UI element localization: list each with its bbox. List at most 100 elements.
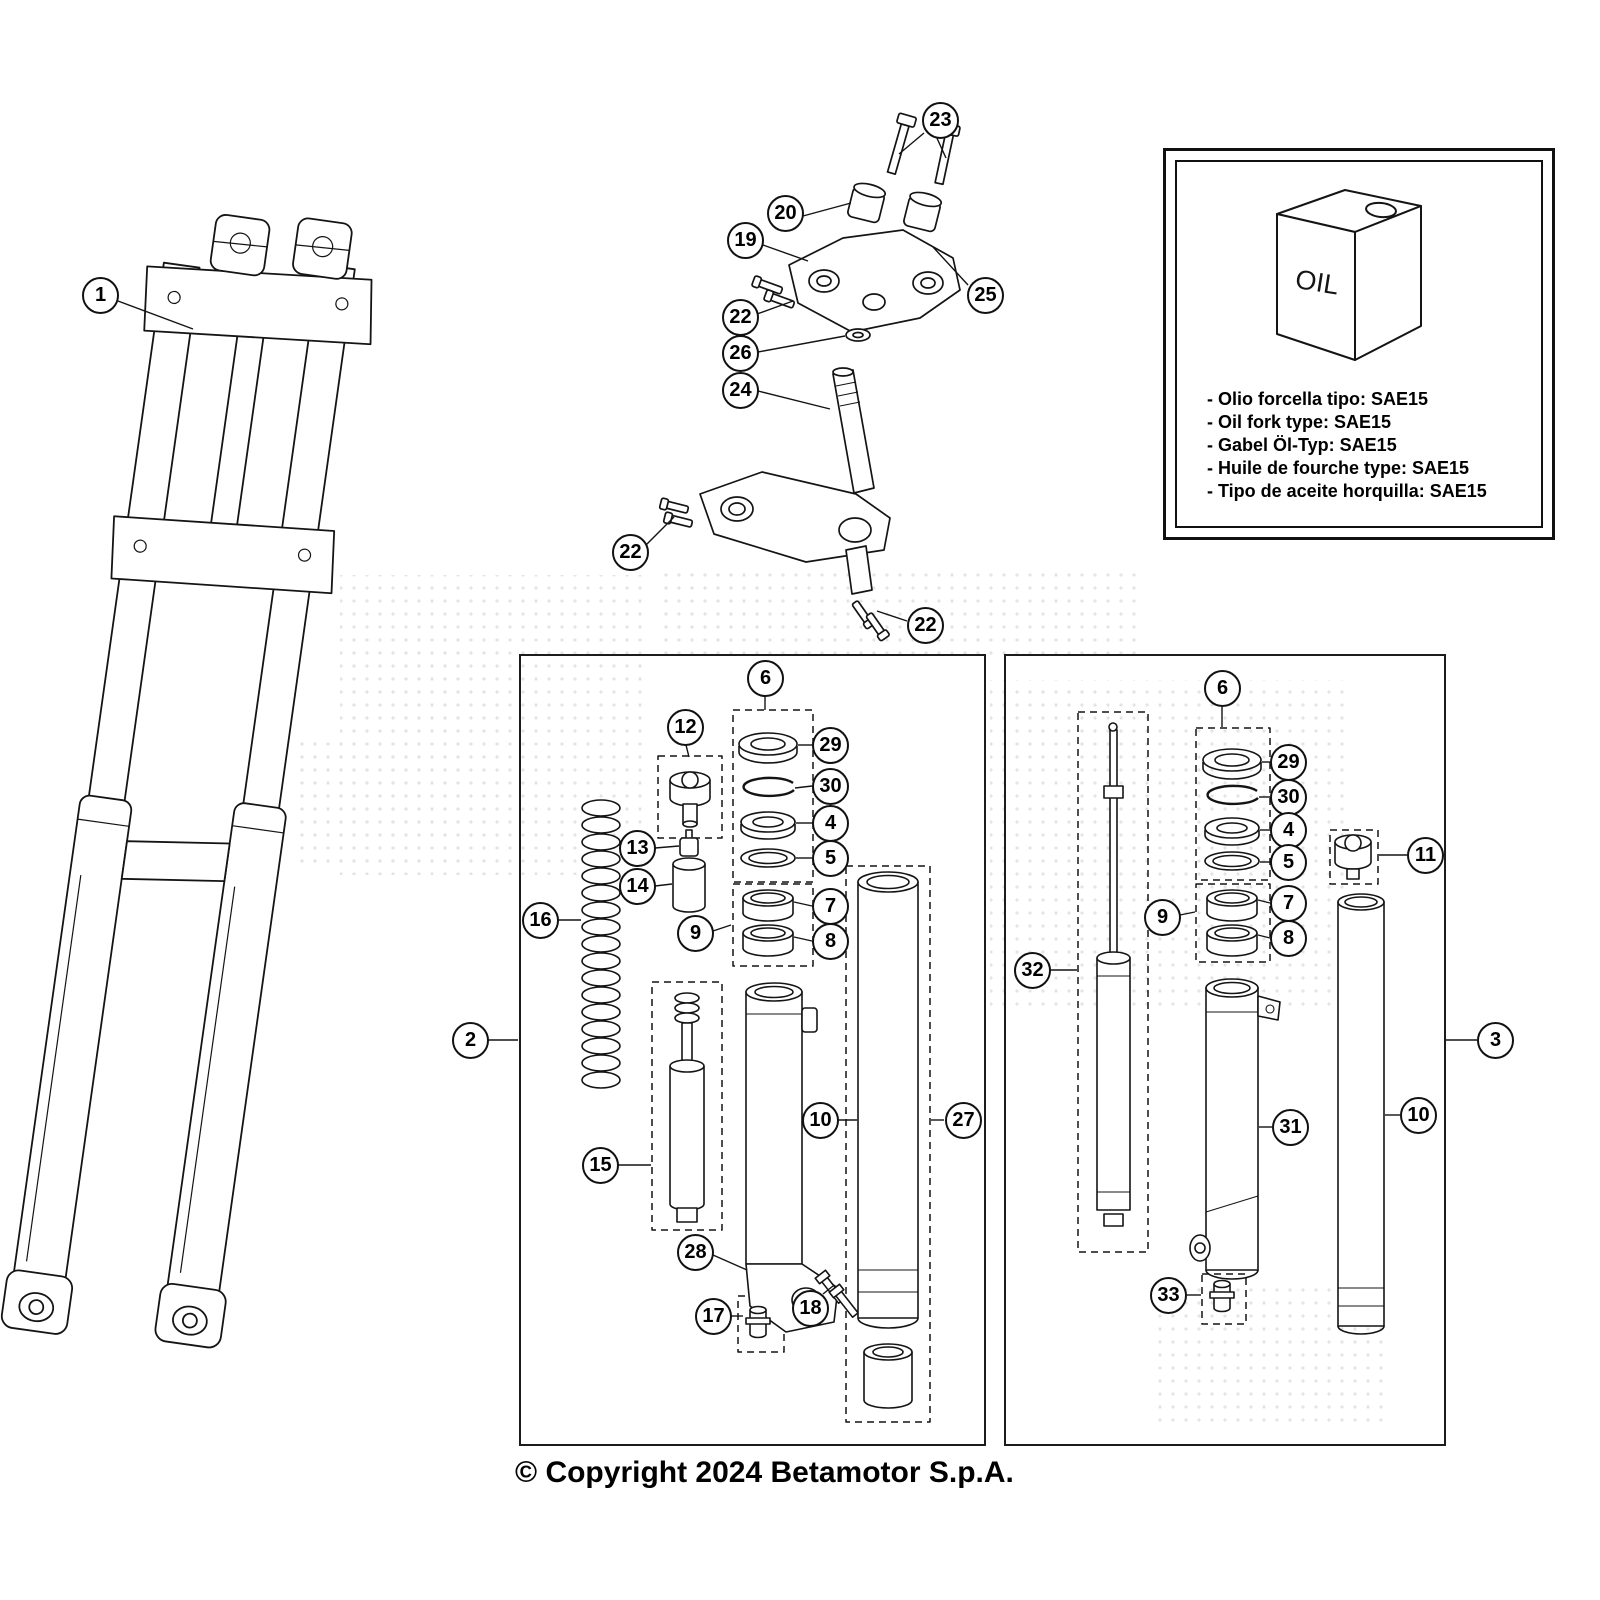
callout-32[interactable]: 32 xyxy=(1014,952,1051,989)
oil-spec-line-fr: - Huile de fourche type: SAE15 xyxy=(1207,458,1470,478)
exploded-group-boxes xyxy=(519,654,1446,1446)
callout-5-left[interactable]: 5 xyxy=(812,840,849,877)
main-spring-16 xyxy=(581,799,621,1089)
callout-29-right[interactable]: 29 xyxy=(1270,744,1307,781)
washer-5 xyxy=(740,848,796,868)
callout-8-left[interactable]: 8 xyxy=(812,923,849,960)
cartridge-15 xyxy=(669,992,705,1223)
steering-stem-24 xyxy=(832,367,875,494)
oil-seal-4 xyxy=(740,811,796,840)
oil-spec-line-es: - Tipo de aceite horquilla: SAE15 xyxy=(1207,481,1487,501)
callout-25[interactable]: 25 xyxy=(967,277,1004,314)
bar-clamp-20b xyxy=(903,191,943,233)
dust-seal-29 xyxy=(738,732,798,764)
callout-12[interactable]: 12 xyxy=(667,709,704,746)
callout-9-left[interactable]: 9 xyxy=(677,915,714,952)
oil-spec-lines: - Olio forcella tipo: SAE15 - Oil fork t… xyxy=(1177,382,1541,503)
callout-17[interactable]: 17 xyxy=(695,1298,732,1335)
callout-22-b[interactable]: 22 xyxy=(612,534,649,571)
callout-10-right[interactable]: 10 xyxy=(1400,1097,1437,1134)
callout-6-left[interactable]: 6 xyxy=(747,660,784,697)
callout-33[interactable]: 33 xyxy=(1150,1277,1187,1314)
pinch-screws-22-upper xyxy=(751,275,784,295)
callout-14[interactable]: 14 xyxy=(619,868,656,905)
oil-spec-inner-frame: OIL - Olio forcella tipo: SAE15 - Oil fo… xyxy=(1175,160,1543,528)
washer-5-r xyxy=(1204,851,1260,871)
oil-spec-box: OIL - Olio forcella tipo: SAE15 - Oil fo… xyxy=(1163,148,1555,540)
oil-spec-line-de: - Gabel Öl-Typ: SAE15 xyxy=(1207,435,1397,455)
left-leg-box xyxy=(519,654,986,1446)
callout-20[interactable]: 20 xyxy=(767,195,804,232)
upper-triple-clamp xyxy=(788,229,961,333)
dashed-subgroups-right xyxy=(1077,711,1379,1325)
pinch-screws-22-bottom-b xyxy=(865,612,890,642)
callout-30-left[interactable]: 30 xyxy=(812,768,849,805)
handlebar-bolt-23a xyxy=(886,112,917,176)
bushing-8-r xyxy=(1206,924,1258,957)
callout-23[interactable]: 23 xyxy=(922,102,959,139)
callout-2[interactable]: 2 xyxy=(452,1022,489,1059)
callout-5-right[interactable]: 5 xyxy=(1270,844,1307,881)
oil-label: OIL xyxy=(1293,264,1341,300)
callout-19[interactable]: 19 xyxy=(727,222,764,259)
valve-33 xyxy=(1209,1279,1235,1313)
callout-6-right[interactable]: 6 xyxy=(1204,670,1241,707)
callout-18[interactable]: 18 xyxy=(792,1290,829,1327)
assembled-fork xyxy=(0,214,373,1349)
pinch-screws-22-left-b xyxy=(662,511,694,528)
outer-tube-27 xyxy=(857,871,919,1409)
callout-leader-lines xyxy=(117,132,1477,1317)
right-leg-box xyxy=(1004,654,1446,1446)
rod-piece-13 xyxy=(679,829,699,857)
cartridge-32 xyxy=(1096,722,1131,1227)
callout-9-right[interactable]: 9 xyxy=(1144,899,1181,936)
pinch-screws-22-upper-b xyxy=(763,289,796,309)
callout-1[interactable]: 1 xyxy=(82,277,119,314)
callout-4-left[interactable]: 4 xyxy=(812,805,849,842)
lower-triple-clamp xyxy=(699,471,891,595)
pinch-screws-22-left xyxy=(658,497,690,514)
screw-18b xyxy=(828,1283,859,1318)
air-valve-17 xyxy=(745,1305,771,1339)
right-leg-exploded xyxy=(1077,711,1385,1335)
bushing-7-r xyxy=(1206,889,1258,922)
steering-clamp-exploded xyxy=(658,112,961,642)
callout-31[interactable]: 31 xyxy=(1272,1109,1309,1146)
callout-26[interactable]: 26 xyxy=(722,335,759,372)
bushing-8 xyxy=(742,924,794,957)
callout-22-c[interactable]: 22 xyxy=(907,607,944,644)
callout-11[interactable]: 11 xyxy=(1407,837,1444,874)
callout-8-right[interactable]: 8 xyxy=(1270,920,1307,957)
outer-tube-10-r xyxy=(1337,893,1385,1335)
dust-seal-29-r xyxy=(1202,748,1262,780)
oil-seal-4-r xyxy=(1204,817,1260,846)
left-leg-exploded xyxy=(581,709,931,1423)
callout-16[interactable]: 16 xyxy=(522,902,559,939)
watermark-dots xyxy=(300,565,1385,1425)
callout-24[interactable]: 24 xyxy=(722,372,759,409)
slider-leg-31 xyxy=(1189,978,1281,1280)
callout-29-left[interactable]: 29 xyxy=(812,727,849,764)
washer-26 xyxy=(845,328,871,342)
callout-27[interactable]: 27 xyxy=(945,1102,982,1139)
copyright-text: © Copyright 2024 Betamotor S.p.A. xyxy=(515,1456,1014,1489)
callout-7-left[interactable]: 7 xyxy=(812,888,849,925)
snap-ring-30 xyxy=(742,776,795,798)
top-cap-12 xyxy=(669,771,711,828)
callout-3[interactable]: 3 xyxy=(1477,1022,1514,1059)
callout-7-right[interactable]: 7 xyxy=(1270,885,1307,922)
oil-spec-line-it: - Olio forcella tipo: SAE15 xyxy=(1207,389,1429,409)
callout-13[interactable]: 13 xyxy=(619,830,656,867)
bar-clamp-20a xyxy=(847,182,887,224)
dashed-subgroups-left xyxy=(651,709,931,1423)
callout-30-right[interactable]: 30 xyxy=(1270,779,1307,816)
spacer-14 xyxy=(672,857,706,913)
cap-11 xyxy=(1334,834,1372,880)
callout-15[interactable]: 15 xyxy=(582,1147,619,1184)
callout-22-a[interactable]: 22 xyxy=(722,299,759,336)
callout-28[interactable]: 28 xyxy=(677,1234,714,1271)
oil-spec-line-en: - Oil fork type: SAE15 xyxy=(1207,412,1392,432)
callout-10-left[interactable]: 10 xyxy=(802,1102,839,1139)
